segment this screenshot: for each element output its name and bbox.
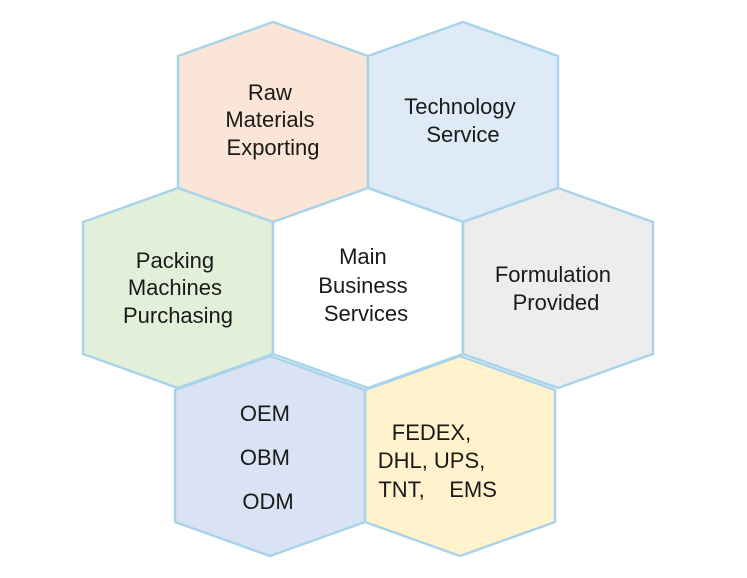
hex-label-line: OEM: [240, 401, 290, 426]
hex-raw-materials-exporting: Raw Materials Exporting: [176, 20, 370, 224]
hex-label-line: TNT, EMS: [378, 477, 497, 502]
svg-text:Raw Materials: Raw Materials Exporting: [225, 80, 320, 160]
hex-label-line: FEDEX,: [392, 420, 471, 445]
hex-shape-formulation-provided: [461, 186, 655, 390]
hex-label-line: Purchasing: [123, 303, 233, 328]
svg-text:Packing Machines: Packing Machines Purchasing: [123, 248, 233, 328]
svg-text:Formulation Provided: Formulation Provided: [495, 262, 617, 315]
hex-shipping-carriers: FEDEX, DHL, UPS, TNT, EMS: [363, 354, 557, 558]
svg-text:FEDEX, DHL, UPS,: FEDEX, DHL, UPS, TNT, EMS: [378, 420, 497, 502]
hex-label-line: Raw: [248, 80, 292, 105]
svg-text:Main Business: Main Business Services: [318, 244, 413, 326]
hex-label-line: Packing: [136, 248, 214, 273]
hex-label-line: OBM: [240, 445, 290, 470]
svg-text:Technology Service: Technology Service: [404, 94, 521, 147]
hex-shape-shipping-carriers: [363, 354, 557, 558]
hex-formulation-provided: Formulation Provided: [461, 186, 655, 390]
hex-label-line: ODM: [242, 489, 293, 514]
hex-label-line: DHL, UPS,: [378, 448, 486, 473]
hex-label-line: Technology: [404, 94, 515, 119]
hex-label-line: Exporting: [227, 135, 320, 160]
hex-label-line: Provided: [513, 290, 600, 315]
hex-label-line: Main: [339, 244, 387, 269]
hex-label-line: Machines: [128, 275, 222, 300]
hex-oem-obm-odm: OEM OBM ODM: [173, 354, 367, 558]
hex-main-business-services: Main Business Services: [271, 186, 465, 390]
hex-technology-service: Technology Service: [366, 20, 560, 224]
hex-label-line: Service: [426, 122, 499, 147]
hex-label-line: Materials: [225, 107, 314, 132]
hex-label-line: Business: [318, 273, 407, 298]
hex-packing-machines-purchasing: Packing Machines Purchasing: [81, 186, 275, 390]
svg-text:OEM OBM ODM: OEM OBM ODM: [240, 401, 296, 514]
hex-label-line: Services: [324, 301, 408, 326]
hex-label-line: Formulation: [495, 262, 611, 287]
